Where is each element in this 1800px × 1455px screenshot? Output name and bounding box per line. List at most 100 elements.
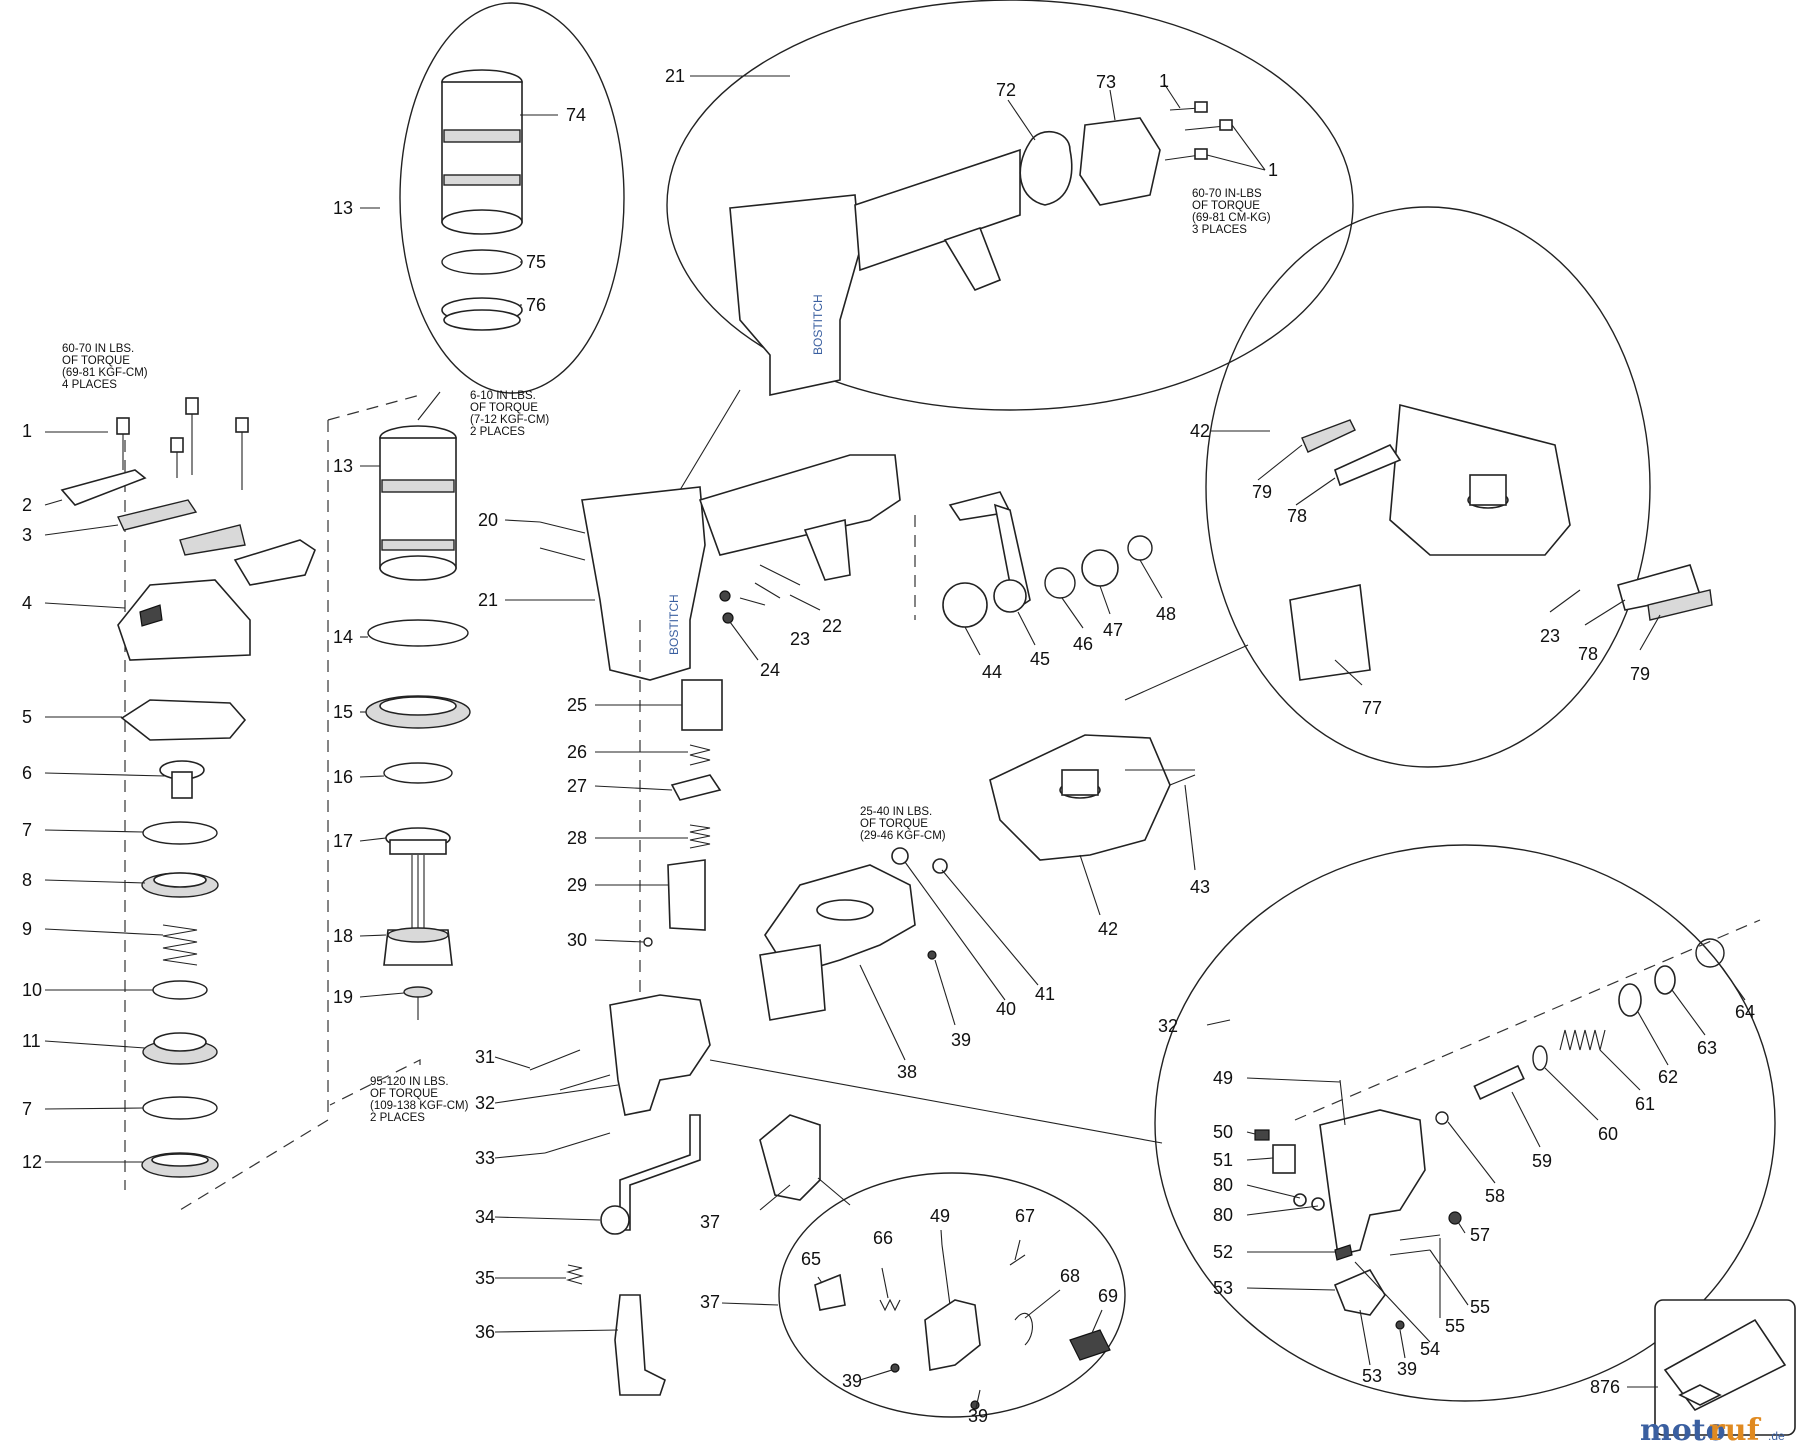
callout: 78 xyxy=(1578,644,1598,664)
callout: 12 xyxy=(22,1152,42,1172)
guard-78 xyxy=(1334,443,1402,487)
callout: 13 xyxy=(333,198,353,218)
callout: 23 xyxy=(790,629,810,649)
housing-21-detail xyxy=(729,194,861,396)
callout: 76 xyxy=(526,295,546,315)
housing-21 xyxy=(581,486,706,681)
magazine xyxy=(759,734,1196,1021)
callout: 80 xyxy=(1213,1175,1233,1195)
callout: 5 xyxy=(22,707,32,727)
cylinder-assembly xyxy=(179,394,471,1211)
plate-3 xyxy=(117,499,198,531)
hook-right xyxy=(233,539,316,586)
torque-note-magazine: 25-40 IN LBS. OF TORQUE (29-46 KGF-CM) xyxy=(860,806,946,842)
button-69 xyxy=(1069,1329,1111,1361)
callout: 39 xyxy=(1397,1359,1417,1379)
cap-4 xyxy=(117,579,251,661)
svg-text:2 PLACES: 2 PLACES xyxy=(470,426,525,438)
callout: 1 xyxy=(1159,71,1169,91)
svg-text:95-120 IN LBS.: 95-120 IN LBS. xyxy=(370,1076,449,1088)
handle-detail-ellipse: BOSTITCH xyxy=(666,0,1354,491)
cap-73 xyxy=(1079,117,1161,206)
callout: 64 xyxy=(1735,1002,1755,1022)
callout: 28 xyxy=(567,828,587,848)
callout: 8 xyxy=(22,870,32,890)
callout: 53 xyxy=(1362,1366,1382,1386)
callout: 49 xyxy=(1213,1068,1233,1088)
cap-screws xyxy=(116,397,249,490)
spring-66 xyxy=(879,1298,901,1312)
callout: 55 xyxy=(1470,1297,1490,1317)
callout: 32 xyxy=(1158,1016,1178,1036)
callout: 48 xyxy=(1156,604,1176,624)
callout: 31 xyxy=(475,1047,495,1067)
callout: 42 xyxy=(1190,421,1210,441)
oring-14 xyxy=(367,619,469,647)
callout: 16 xyxy=(333,767,353,787)
linkage xyxy=(914,491,1153,628)
callout: 50 xyxy=(1213,1122,1233,1142)
callout: 52 xyxy=(1213,1242,1233,1262)
callout: 22 xyxy=(822,616,842,636)
callout: 18 xyxy=(333,926,353,946)
guard-79 xyxy=(1301,419,1356,453)
watermark-logo: moto ruf .de xyxy=(1640,1413,1785,1448)
frame-32 xyxy=(609,994,711,1116)
callout: 37 xyxy=(700,1212,720,1232)
callout: 39 xyxy=(968,1406,988,1426)
callout: 80 xyxy=(1213,1205,1233,1225)
callout: 4 xyxy=(22,593,32,613)
callout: 58 xyxy=(1485,1186,1505,1206)
cap-assembly xyxy=(60,397,316,1190)
bostitch-logo: BOSTITCH xyxy=(667,594,681,655)
callout: 79 xyxy=(1252,482,1272,502)
latch-51 xyxy=(1272,1144,1296,1174)
callout: 10 xyxy=(22,980,42,1000)
oring-10 xyxy=(152,980,208,1000)
callout: 79 xyxy=(1630,664,1650,684)
callout: 41 xyxy=(1035,984,1055,1004)
gasket-5 xyxy=(120,699,247,741)
trigger-detail-ellipse xyxy=(759,1114,1126,1418)
callout-labels: 1 2 3 4 5 6 7 8 9 10 11 7 12 13 14 15 16… xyxy=(22,66,1755,1426)
callout: 23 xyxy=(1540,626,1560,646)
magazine-detail-ellipse xyxy=(1124,206,1713,768)
callout: 55 xyxy=(1445,1316,1465,1336)
oring-60 xyxy=(1532,1045,1548,1071)
callout: 3 xyxy=(22,525,32,545)
plate-2 xyxy=(60,469,147,506)
svg-text:4 PLACES: 4 PLACES xyxy=(62,379,117,391)
svg-text:.de: .de xyxy=(1768,1429,1785,1443)
callout: 66 xyxy=(873,1228,893,1248)
callout: 38 xyxy=(897,1062,917,1082)
callout: 1 xyxy=(1268,160,1278,180)
gasket-72 xyxy=(1019,130,1073,206)
callout: 26 xyxy=(567,742,587,762)
oring-75 xyxy=(441,249,523,275)
callout: 19 xyxy=(333,987,353,1007)
callout: 29 xyxy=(567,875,587,895)
bracket-65 xyxy=(814,1273,846,1311)
callout: 77 xyxy=(1362,698,1382,718)
callout: 7 xyxy=(22,820,32,840)
svg-text:6-10 IN LBS.: 6-10 IN LBS. xyxy=(470,390,536,402)
oring-16 xyxy=(383,762,453,784)
callout: 59 xyxy=(1532,1151,1552,1171)
callout: 69 xyxy=(1098,1286,1118,1306)
cylinder-74 xyxy=(441,81,523,223)
callout: 72 xyxy=(996,80,1016,100)
callout: 17 xyxy=(333,831,353,851)
callout: 44 xyxy=(982,662,1002,682)
nose-assembly xyxy=(529,994,711,1396)
callout: 53 xyxy=(1213,1278,1233,1298)
callout: 60 xyxy=(1598,1124,1618,1144)
valve-59 xyxy=(1473,1064,1525,1100)
callout: 35 xyxy=(475,1268,495,1288)
torque-note-frame: 95-120 IN LBS. OF TORQUE (109-138 KGF-CM… xyxy=(370,1076,469,1124)
spring-68 xyxy=(1014,1312,1033,1346)
callout: 47 xyxy=(1103,620,1123,640)
callout: 33 xyxy=(475,1148,495,1168)
callout: 49 xyxy=(930,1206,950,1226)
washer-44 xyxy=(942,582,988,628)
frame-32-detail xyxy=(1319,1109,1426,1256)
